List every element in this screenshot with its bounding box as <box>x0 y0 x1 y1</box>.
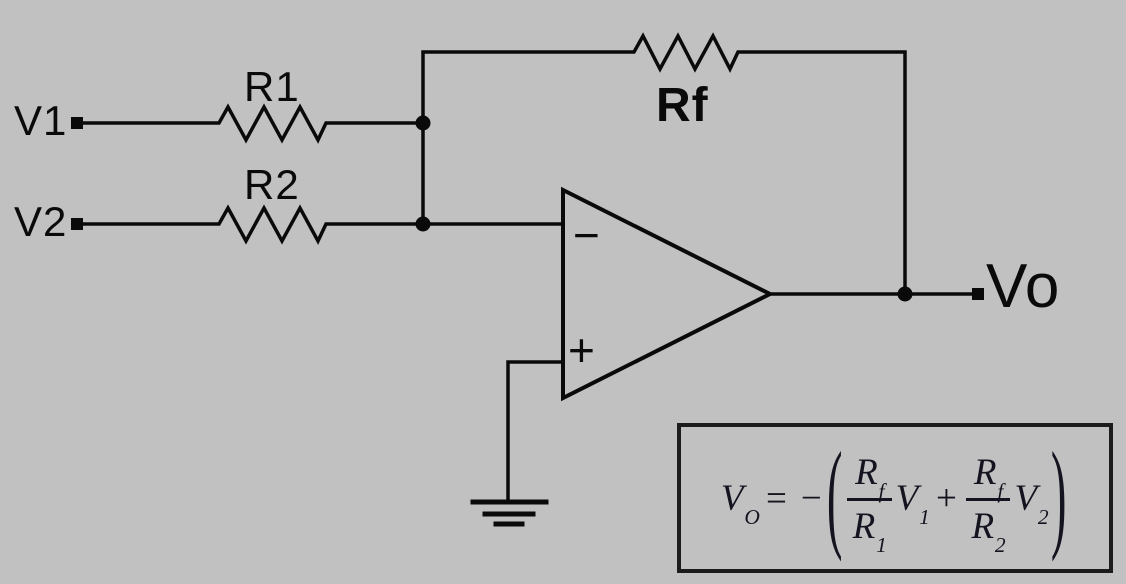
resistor2-label: R2 <box>244 161 300 208</box>
output-terminal-dot <box>972 288 984 300</box>
formula-v2-term: V2 <box>1014 477 1049 529</box>
minus-sign: − <box>800 477 822 519</box>
opamp-triangle <box>561 186 775 402</box>
noninverting-ground-wire <box>506 360 565 504</box>
junction-dot-r1-node <box>415 115 431 131</box>
ground-icon <box>470 499 549 527</box>
resistor1-label: R1 <box>244 63 300 110</box>
open-paren: ( <box>826 429 843 564</box>
junction-dot-output-node <box>897 286 913 302</box>
opamp-noninverting-input-sign: + <box>568 324 596 376</box>
plus-sign: + <box>935 477 957 519</box>
formula-equation: VO = − ( Rf R1 V1 + Rf R2 V2 ) <box>720 436 1069 558</box>
feedback-resistor-label: Rf <box>656 79 709 132</box>
formula-lhs: VO <box>720 477 760 529</box>
input1-label: V1 <box>14 97 68 144</box>
junction-dot-r2-node <box>415 216 431 232</box>
opamp-inverting-input-sign: − <box>573 209 601 261</box>
formula-box: VO = − ( Rf R1 V1 + Rf R2 V2 ) <box>677 423 1113 573</box>
output-label: Vo <box>986 252 1061 321</box>
input1-branch-wire <box>81 103 425 144</box>
close-paren: ) <box>1050 429 1067 564</box>
input1-terminal-dot <box>71 117 83 129</box>
formula-v1-term: V1 <box>895 477 930 529</box>
fraction-rf-r2: Rf R2 <box>965 449 1011 556</box>
feedback-network-wire <box>421 32 907 296</box>
equals-sign: = <box>765 477 787 519</box>
fraction-rf-r1: Rf R1 <box>847 449 892 556</box>
input2-label: V2 <box>14 198 68 245</box>
input2-terminal-dot <box>71 218 83 230</box>
input2-branch-wire <box>81 204 564 245</box>
